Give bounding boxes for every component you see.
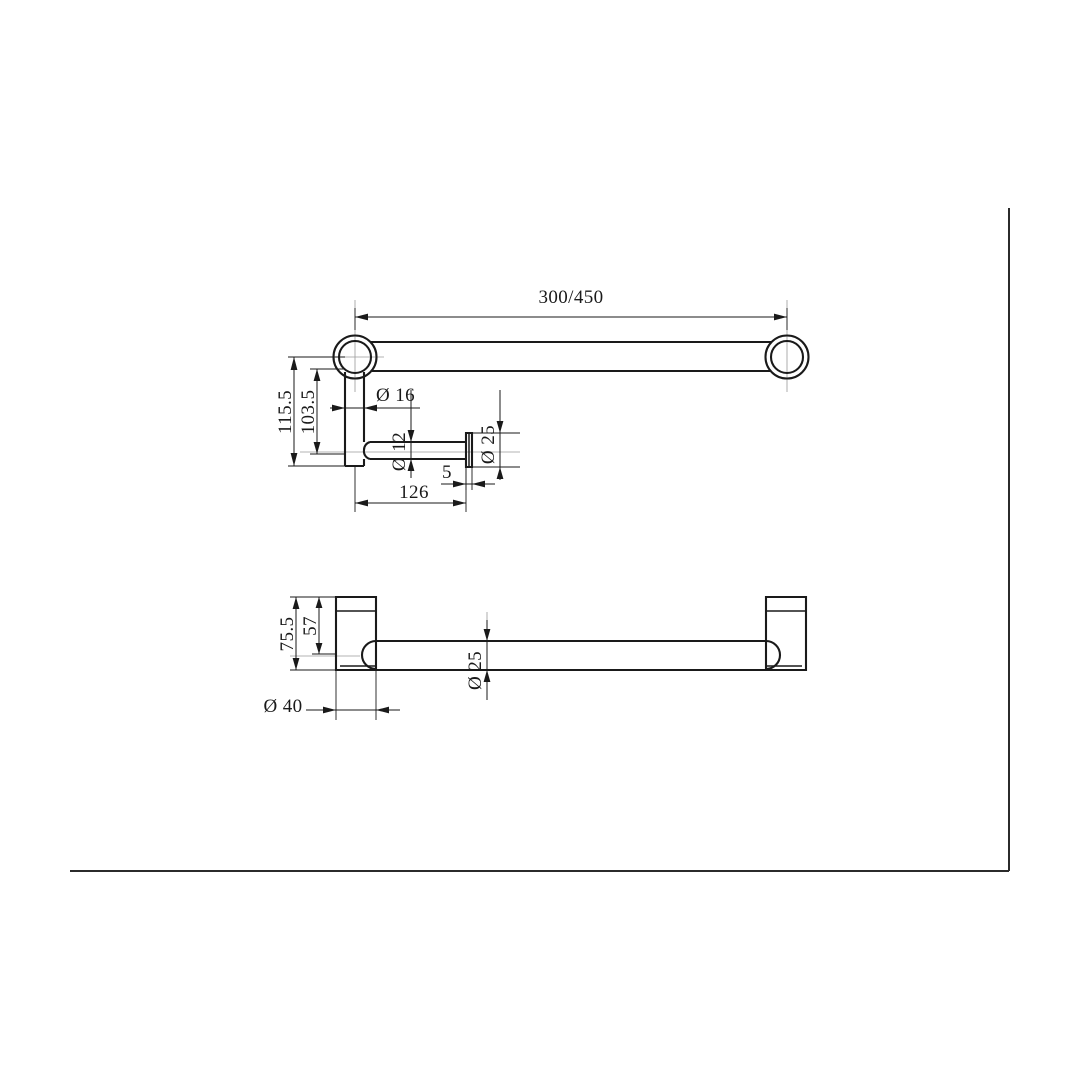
dim-label-flange-diameter: Ø 40 <box>263 696 302 717</box>
dimension-bar-diameter: Ø 25 <box>465 620 491 700</box>
dimension-flange-diameter: Ø 40 <box>263 670 400 720</box>
arrow-5-left <box>453 480 466 488</box>
arrow-d12-bottom <box>407 459 415 471</box>
right-ring-inner-circle <box>769 339 805 375</box>
left-wall-flange <box>334 595 378 672</box>
arrow-755-top <box>292 597 300 609</box>
rail-body-side <box>370 340 772 373</box>
right-wall-flange <box>764 595 808 672</box>
right-ring-flange <box>764 334 810 380</box>
dim-label-end-cap-thickness: 5 <box>442 462 452 483</box>
spur-end-cap <box>464 431 474 469</box>
dim-label-arm-diameter: Ø 16 <box>376 385 415 406</box>
bar-fillet-left <box>360 639 377 671</box>
arrow-d16-right <box>364 404 377 412</box>
arrow-126-right <box>453 499 466 507</box>
arrow-d40-right <box>376 706 389 714</box>
right-ring-outer-circle <box>764 334 810 380</box>
arrow-d25top-upper <box>496 421 504 433</box>
arrow-115-bottom <box>290 453 298 466</box>
arrow-d25bottom-lower <box>483 670 491 682</box>
dimension-flange-height-inner: 57 <box>300 596 336 655</box>
dim-label-spur-length: 126 <box>399 482 429 503</box>
dim-label-flange-height-inner: 57 <box>300 616 321 636</box>
dimension-end-cap-diameter: Ø 25 <box>472 390 520 480</box>
dimension-arm-diameter: Ø 16 <box>330 385 420 412</box>
dim-label-height-total: 115.5 <box>275 390 296 434</box>
arrow-755-bottom <box>292 658 300 670</box>
arrow-d12-top <box>407 430 415 442</box>
arrow-300-right <box>774 313 787 321</box>
dimension-height-total: 115.5 <box>275 356 345 467</box>
vertical-drop-arm <box>343 372 366 468</box>
dim-label-bar-diameter: Ø 25 <box>465 651 486 690</box>
arrow-115-top <box>290 357 298 370</box>
dim-label-overall-length: 300/450 <box>538 287 603 308</box>
rail-body-front <box>360 639 782 672</box>
dimension-spur-length: 126 <box>354 442 467 512</box>
dim-label-height-inner: 103.5 <box>298 390 319 435</box>
dimension-height-inner: 103.5 <box>298 368 345 455</box>
spur-fillet-left <box>362 440 371 461</box>
sheet-frame <box>70 208 1010 872</box>
horizontal-spur-arm <box>362 440 466 461</box>
arrow-d25top-lower <box>496 467 504 479</box>
left-flange-outline <box>334 595 378 672</box>
arrow-126-left <box>355 499 368 507</box>
arrow-57-top <box>315 597 323 608</box>
arrow-103-bottom <box>313 442 321 454</box>
dim-label-spur-diameter: Ø 12 <box>389 432 410 471</box>
arrow-103-top <box>313 369 321 381</box>
dim-label-end-cap-diameter: Ø 25 <box>478 425 499 464</box>
side-elevation-view: 300/450 115.5 103.5 Ø 16 <box>275 287 810 512</box>
arrow-d25bottom-upper <box>483 629 491 641</box>
arrow-d40-left <box>323 706 336 714</box>
dimension-overall-length: 300/450 <box>354 287 788 330</box>
bar-fillet-right <box>765 639 782 671</box>
arrow-57-bottom <box>315 643 323 654</box>
side-view-centre-lines <box>300 300 788 453</box>
arrow-300-left <box>355 313 368 321</box>
right-flange-outline <box>764 595 808 672</box>
dimension-spur-diameter: Ø 12 <box>389 390 415 478</box>
arrow-d16-left <box>332 404 345 412</box>
arrow-5-right <box>472 480 485 488</box>
dim-label-flange-height-total: 75.5 <box>277 617 298 652</box>
dimension-end-cap-thickness: 5 <box>441 462 495 490</box>
front-elevation-view: 75.5 57 Ø 40 Ø 25 <box>263 595 808 720</box>
